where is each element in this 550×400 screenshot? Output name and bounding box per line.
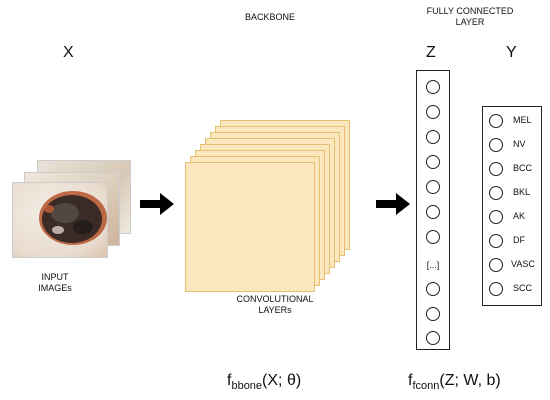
y-neuron [489, 210, 503, 224]
z-neuron [426, 230, 440, 244]
z-ellipsis: [...] [426, 260, 440, 270]
class-label: BKL [513, 187, 531, 197]
y-neuron [489, 162, 503, 176]
z-label: Z [426, 44, 436, 61]
arrow-right-icon [376, 193, 410, 215]
class-label: DF [513, 235, 525, 245]
fc-title-line1: FULLY CONNECTED [426, 6, 514, 16]
fc-title-line2: LAYER [455, 17, 485, 27]
class-label: SCC [513, 283, 533, 293]
class-label: NV [513, 139, 526, 149]
formula-sub: fconn [412, 380, 440, 392]
z-neuron [426, 180, 440, 194]
class-label: MEL [513, 115, 532, 125]
z-neuron [426, 307, 440, 321]
y-output-layer: MEL NV BCC BKL AK DF VASC SCC [482, 106, 542, 306]
z-neuron [426, 282, 440, 296]
input-label-line1: INPUT [41, 272, 69, 282]
y-neuron [489, 234, 503, 248]
input-image-front [12, 182, 108, 258]
lesion-image [39, 191, 107, 245]
y-neuron [489, 138, 503, 152]
fconn-formula: ffconn(Z; W, b) [408, 372, 501, 392]
z-neuron [426, 80, 440, 94]
conv-label-line2: LAYERs [258, 305, 292, 315]
class-label: AK [513, 211, 526, 221]
formula-args: (X; θ) [262, 372, 302, 389]
y-neuron [489, 282, 503, 296]
z-neuron [426, 130, 440, 144]
x-label: X [63, 44, 74, 61]
conv-label: CONVOLUTIONAL LAYERs [225, 294, 325, 316]
arrow-right-icon [140, 193, 174, 215]
formula-f: f [227, 372, 232, 389]
input-images-label: INPUT IMAGEs [20, 272, 90, 294]
input-label-line2: IMAGEs [38, 283, 72, 293]
formula-sub: bbone [231, 380, 263, 392]
class-label: BCC [513, 163, 533, 173]
class-label: VASC [511, 259, 535, 269]
conv-layer-1 [185, 162, 315, 292]
y-neuron [489, 114, 503, 128]
y-neuron [489, 258, 503, 272]
z-neuron [426, 155, 440, 169]
y-label: Y [506, 44, 517, 61]
z-feature-vector: [...] [416, 70, 450, 350]
backbone-formula: fbbone(X; θ) [227, 372, 301, 392]
y-neuron [489, 186, 503, 200]
fc-title: FULLY CONNECTED LAYER [405, 6, 535, 28]
formula-f: f [408, 372, 413, 389]
z-neuron [426, 205, 440, 219]
z-neuron [426, 105, 440, 119]
formula-args: (Z; W, b) [439, 372, 501, 389]
conv-label-line1: CONVOLUTIONAL [236, 294, 314, 304]
backbone-title: BACKBONE [244, 12, 295, 22]
z-neuron [426, 331, 440, 345]
